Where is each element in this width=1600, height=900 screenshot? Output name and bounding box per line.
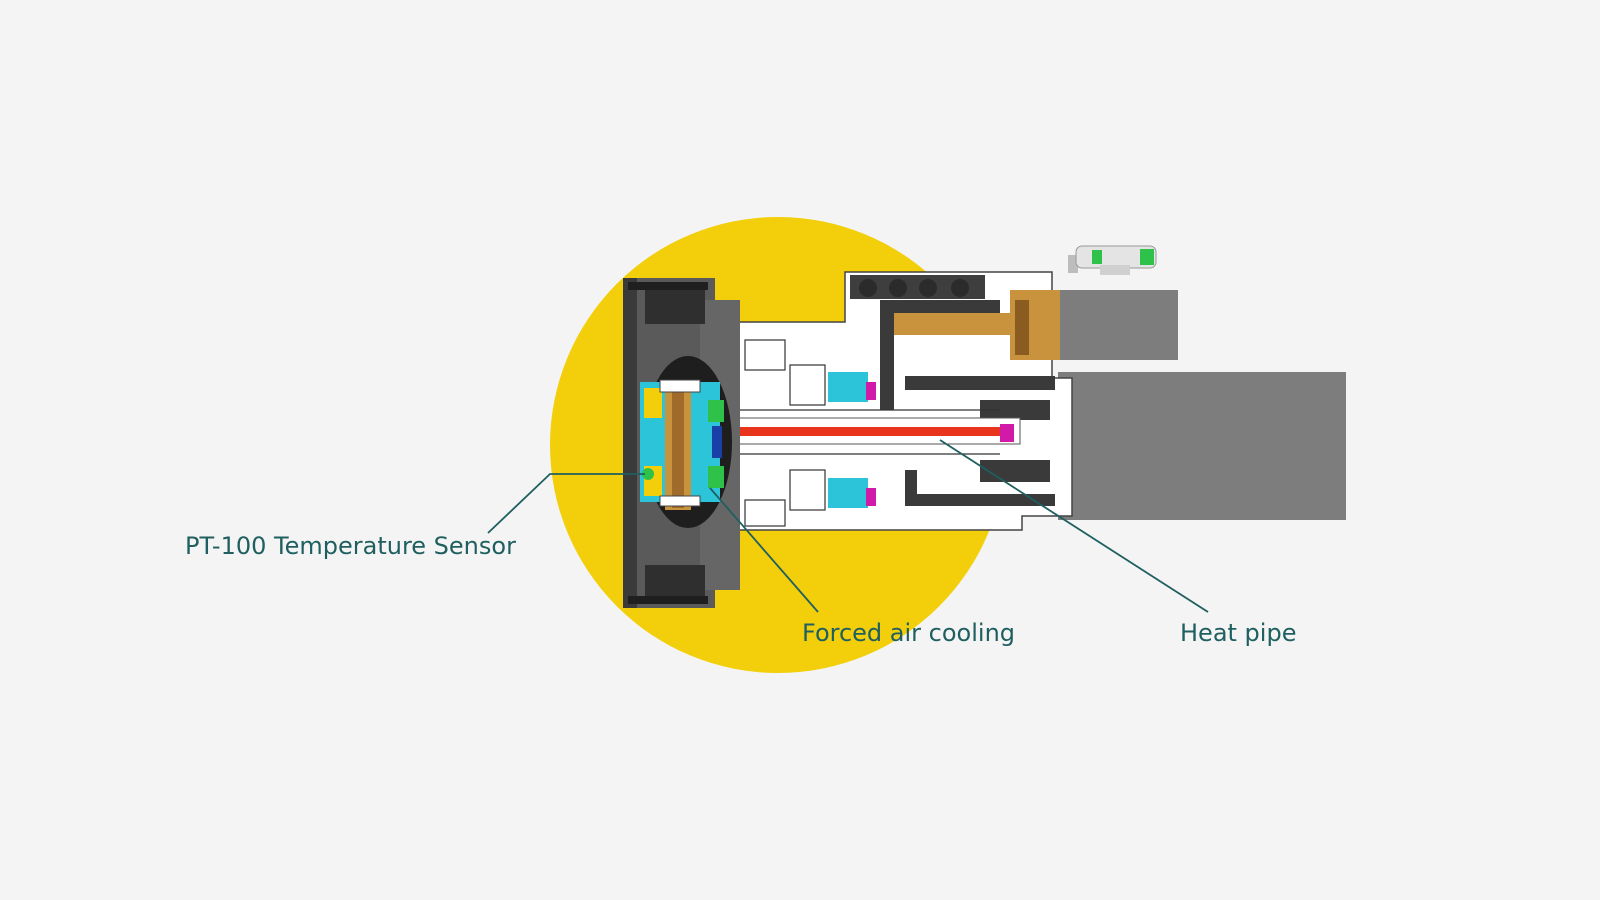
motor-housing-upper [1060, 290, 1178, 360]
connector-nozzle [1068, 245, 1157, 275]
top-screws [850, 275, 985, 299]
leader-line-air [709, 487, 819, 613]
heat-pipe-icon [689, 417, 1021, 445]
leader-line-heat [939, 439, 1209, 613]
leader-line-sensor [487, 473, 645, 534]
internal-channels [880, 300, 1055, 506]
bearings [828, 372, 876, 508]
body-details [720, 339, 1000, 527]
label-heat-pipe: Heat pipe [1180, 619, 1297, 647]
pt100-sensor-icon [640, 379, 724, 510]
label-forced-air-cooling: Forced air cooling [802, 619, 1016, 647]
motor-housing-lower [1058, 372, 1346, 520]
leader-lines [487, 439, 1209, 613]
copper-rod-upper [894, 290, 1060, 360]
label-pt100-temperature-sensor: PT-100 Temperature Sensor [185, 532, 516, 560]
